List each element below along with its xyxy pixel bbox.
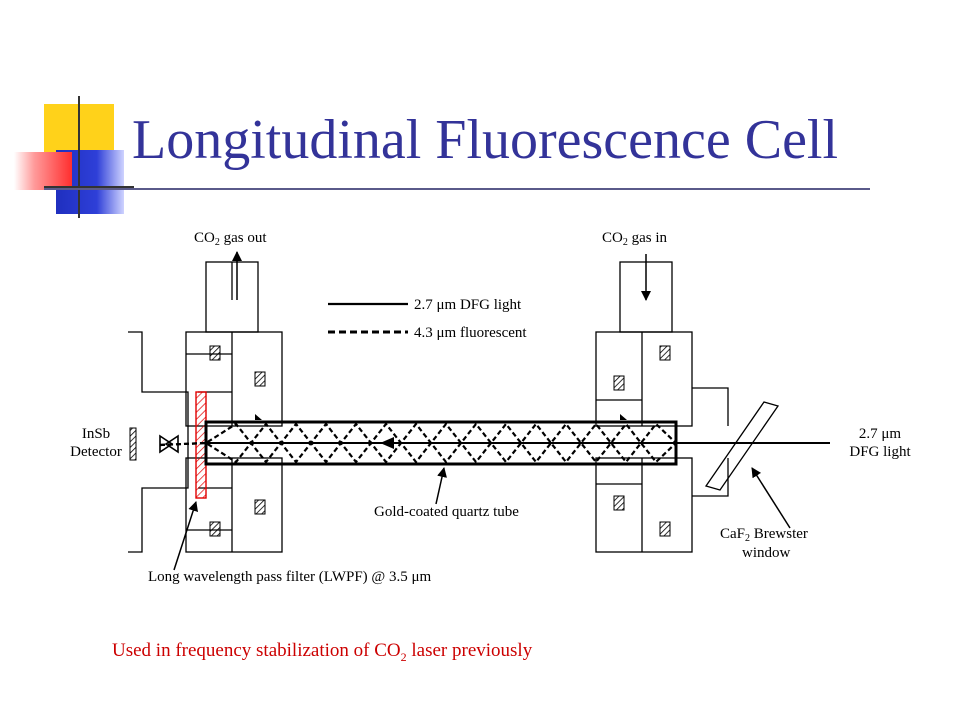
caption-text-end: laser previously bbox=[406, 640, 533, 661]
caption-text: Used in frequency stabilization of CO bbox=[112, 640, 401, 661]
left-seals bbox=[209, 345, 266, 537]
filter-pointer-arrow bbox=[173, 501, 198, 571]
deco-horizontal-line bbox=[44, 186, 134, 188]
slide-caption: Used in frequency stabilization of CO2 l… bbox=[112, 640, 532, 665]
detector-label-line2: Detector bbox=[70, 444, 122, 460]
right-seals bbox=[613, 345, 671, 537]
dfg-output-label-line1: 2.7 μm bbox=[859, 426, 902, 442]
dfg-output-label-line2: DFG light bbox=[849, 444, 911, 460]
legend-fluor-label: 4.3 μm fluorescent bbox=[414, 325, 527, 341]
caption-subscript: 2 bbox=[400, 649, 407, 664]
title-rule bbox=[44, 188, 870, 190]
window-label-line2: window bbox=[742, 545, 791, 561]
tube-end-marker bbox=[255, 414, 262, 420]
window-pointer-arrow bbox=[751, 467, 791, 529]
detector-label-line1: InSb bbox=[82, 426, 110, 442]
tube-pointer-arrow bbox=[435, 467, 447, 505]
right-housing bbox=[595, 261, 729, 553]
tube-end-marker bbox=[620, 414, 627, 420]
brewster-window bbox=[704, 401, 780, 491]
gas-in-label: CO2 gas in bbox=[602, 230, 668, 248]
window-label-line1: CaF2 Brewster bbox=[720, 526, 808, 544]
slide-title: Longitudinal Fluorescence Cell bbox=[132, 109, 839, 171]
tube-label: Gold-coated quartz tube bbox=[374, 504, 519, 520]
filter-label: Long wavelength pass filter (LWPF) @ 3.5… bbox=[148, 569, 432, 585]
beam-arrowhead bbox=[380, 437, 394, 449]
gas-out-label: CO2 gas out bbox=[194, 230, 267, 248]
insb-detector bbox=[129, 427, 179, 461]
deco-vertical-line bbox=[78, 96, 80, 218]
deco-red-block bbox=[14, 152, 72, 190]
fluorescence-path-2 bbox=[159, 422, 677, 464]
legend-dfg-label: 2.7 μm DFG light bbox=[414, 297, 522, 313]
